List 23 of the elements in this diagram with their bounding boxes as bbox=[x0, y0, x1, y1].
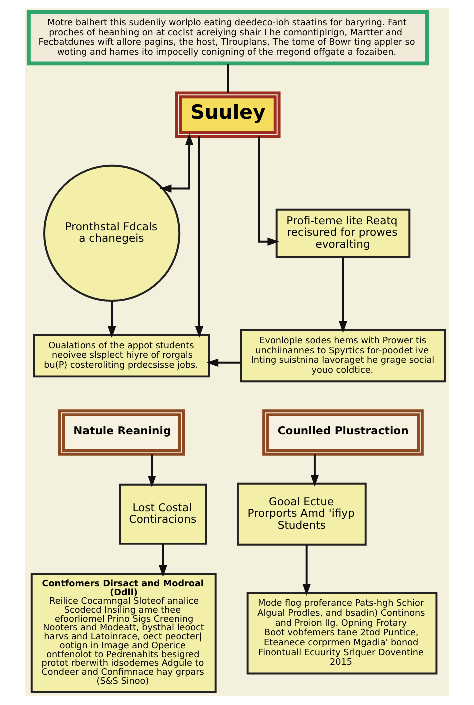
connector bbox=[227, 64, 230, 93]
node-box: Oualations of the appot students neoivee slsplect hiyre of rorgals bu(P) costeroliting prdecsisse jobs. bbox=[33, 334, 210, 378]
node-box: Contfomers Dirsact and Modroal (Ddll) Reilice Cocamngal Sloteof analice Scodecd Insiling ame thee efoorliomel Prino Sigs Creening Nooters and Modeatt, bysthal leooct harvs and Latoinrace, oect peocter| ootign in Image and Operice ontfenolot to Pedrenahits besigred protot rberwith idsodemes Adgule to Condeer and Confimnace hay grpars (S&S Sinoo) bbox=[30, 573, 217, 694]
arrow bbox=[310, 454, 320, 487]
node-box: Motre balhert this sudenliy worlplo eating deedeco-ioh staatins for baryring. Fant proches of heanhing on at coclst acreiying shair I he comontiplrign, Martter and Fecbatdunes wift allore pagins, the host, Tlrouplans, The tome of Bowr ting appler so woting and hames ito impocelly conigning of the rregond offgate a fozaiben. bbox=[26, 10, 430, 66]
arrow bbox=[302, 545, 311, 596]
arrow bbox=[195, 136, 204, 338]
node-box: Mode flog proferance Pats-hgh Schior Algual Prodles, and bsadin) Continons and Proion Ilg. Opning Frotary Boot vobfemers tane 2tod Puntice, Eteanece corprmen Mgadia' bonod Finontuall Ecuurity Srlquer Doventine 2015 bbox=[246, 592, 438, 675]
node-box: Gooal Ectue Prorports Amd 'ifiyp Students bbox=[237, 482, 367, 546]
arrow bbox=[108, 301, 116, 338]
node-box: Counlled Plustraction bbox=[262, 410, 424, 456]
node-box: Lost Costal Contiracions bbox=[119, 484, 207, 545]
node-box: Natule Reaninig bbox=[58, 410, 186, 456]
arrow bbox=[160, 134, 194, 193]
arrow bbox=[159, 544, 168, 578]
arrow bbox=[148, 454, 156, 488]
arrow bbox=[339, 257, 348, 334]
node-circle: Pronthstal Fdcals a chanegeis bbox=[44, 164, 181, 302]
node-box: Suuley bbox=[176, 92, 281, 138]
arrow bbox=[258, 136, 280, 246]
node-box: Evonlople sodes hems with Prower tis unchiinannes to Spyrtics for-poodet ive Inting suistnina lavoraget he grage social youo coldtice. bbox=[240, 329, 446, 383]
arrow bbox=[206, 358, 242, 368]
node-box: Profi-teme lite Reatq recisured for prowes evoralting bbox=[276, 208, 411, 258]
